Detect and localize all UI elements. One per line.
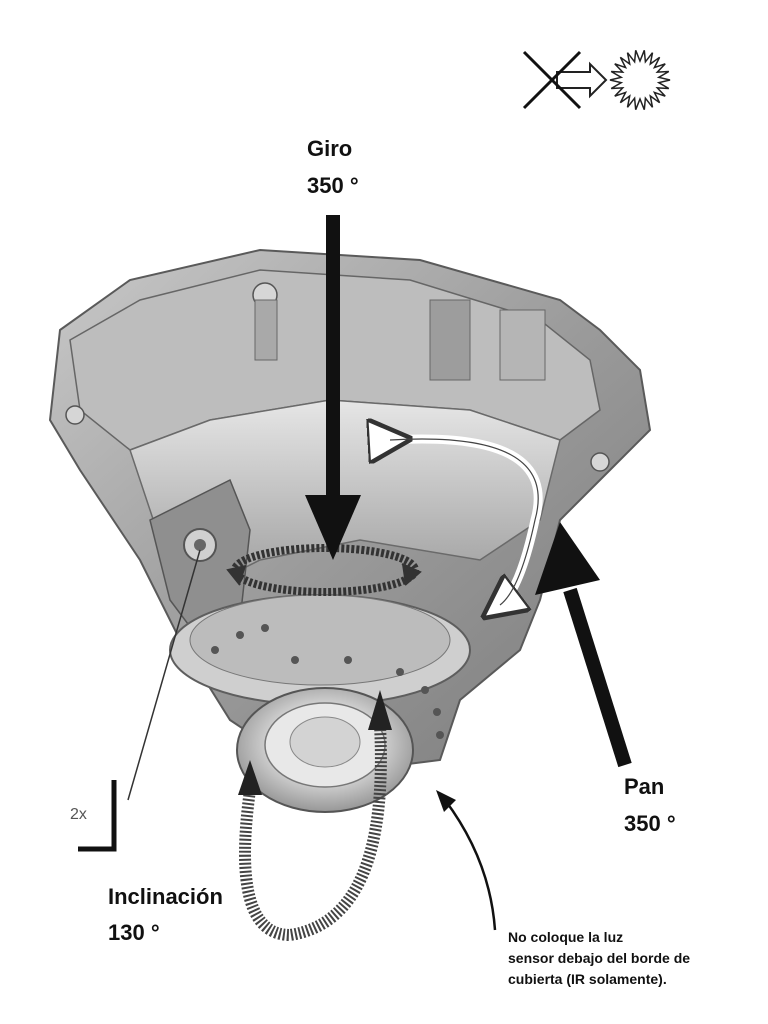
giro-value: 350 ° xyxy=(307,173,359,198)
sunburst-icon xyxy=(609,50,671,110)
tilt-value: 130 ° xyxy=(108,920,160,945)
giro-title: Giro xyxy=(307,136,353,161)
hex-key-icon xyxy=(78,780,117,852)
sensor-note-line-3: cubierta (IR solamente). xyxy=(508,971,667,987)
sensor-note-line-1: No coloque la luz xyxy=(508,929,624,945)
pan-title: Pan xyxy=(624,774,665,799)
sensor-note-line-2: sensor debajo del borde de xyxy=(508,950,691,966)
giro-arrow xyxy=(305,215,361,560)
tilt-arrow xyxy=(238,690,392,942)
pan-value: 350 ° xyxy=(624,811,676,836)
pan-arrow xyxy=(535,522,632,768)
crossed-arrow-icon xyxy=(522,50,608,110)
hex-key-count: 2x xyxy=(70,806,87,823)
tilt-title: Inclinación xyxy=(108,884,223,909)
sensor-pointer-arrow xyxy=(436,790,497,931)
